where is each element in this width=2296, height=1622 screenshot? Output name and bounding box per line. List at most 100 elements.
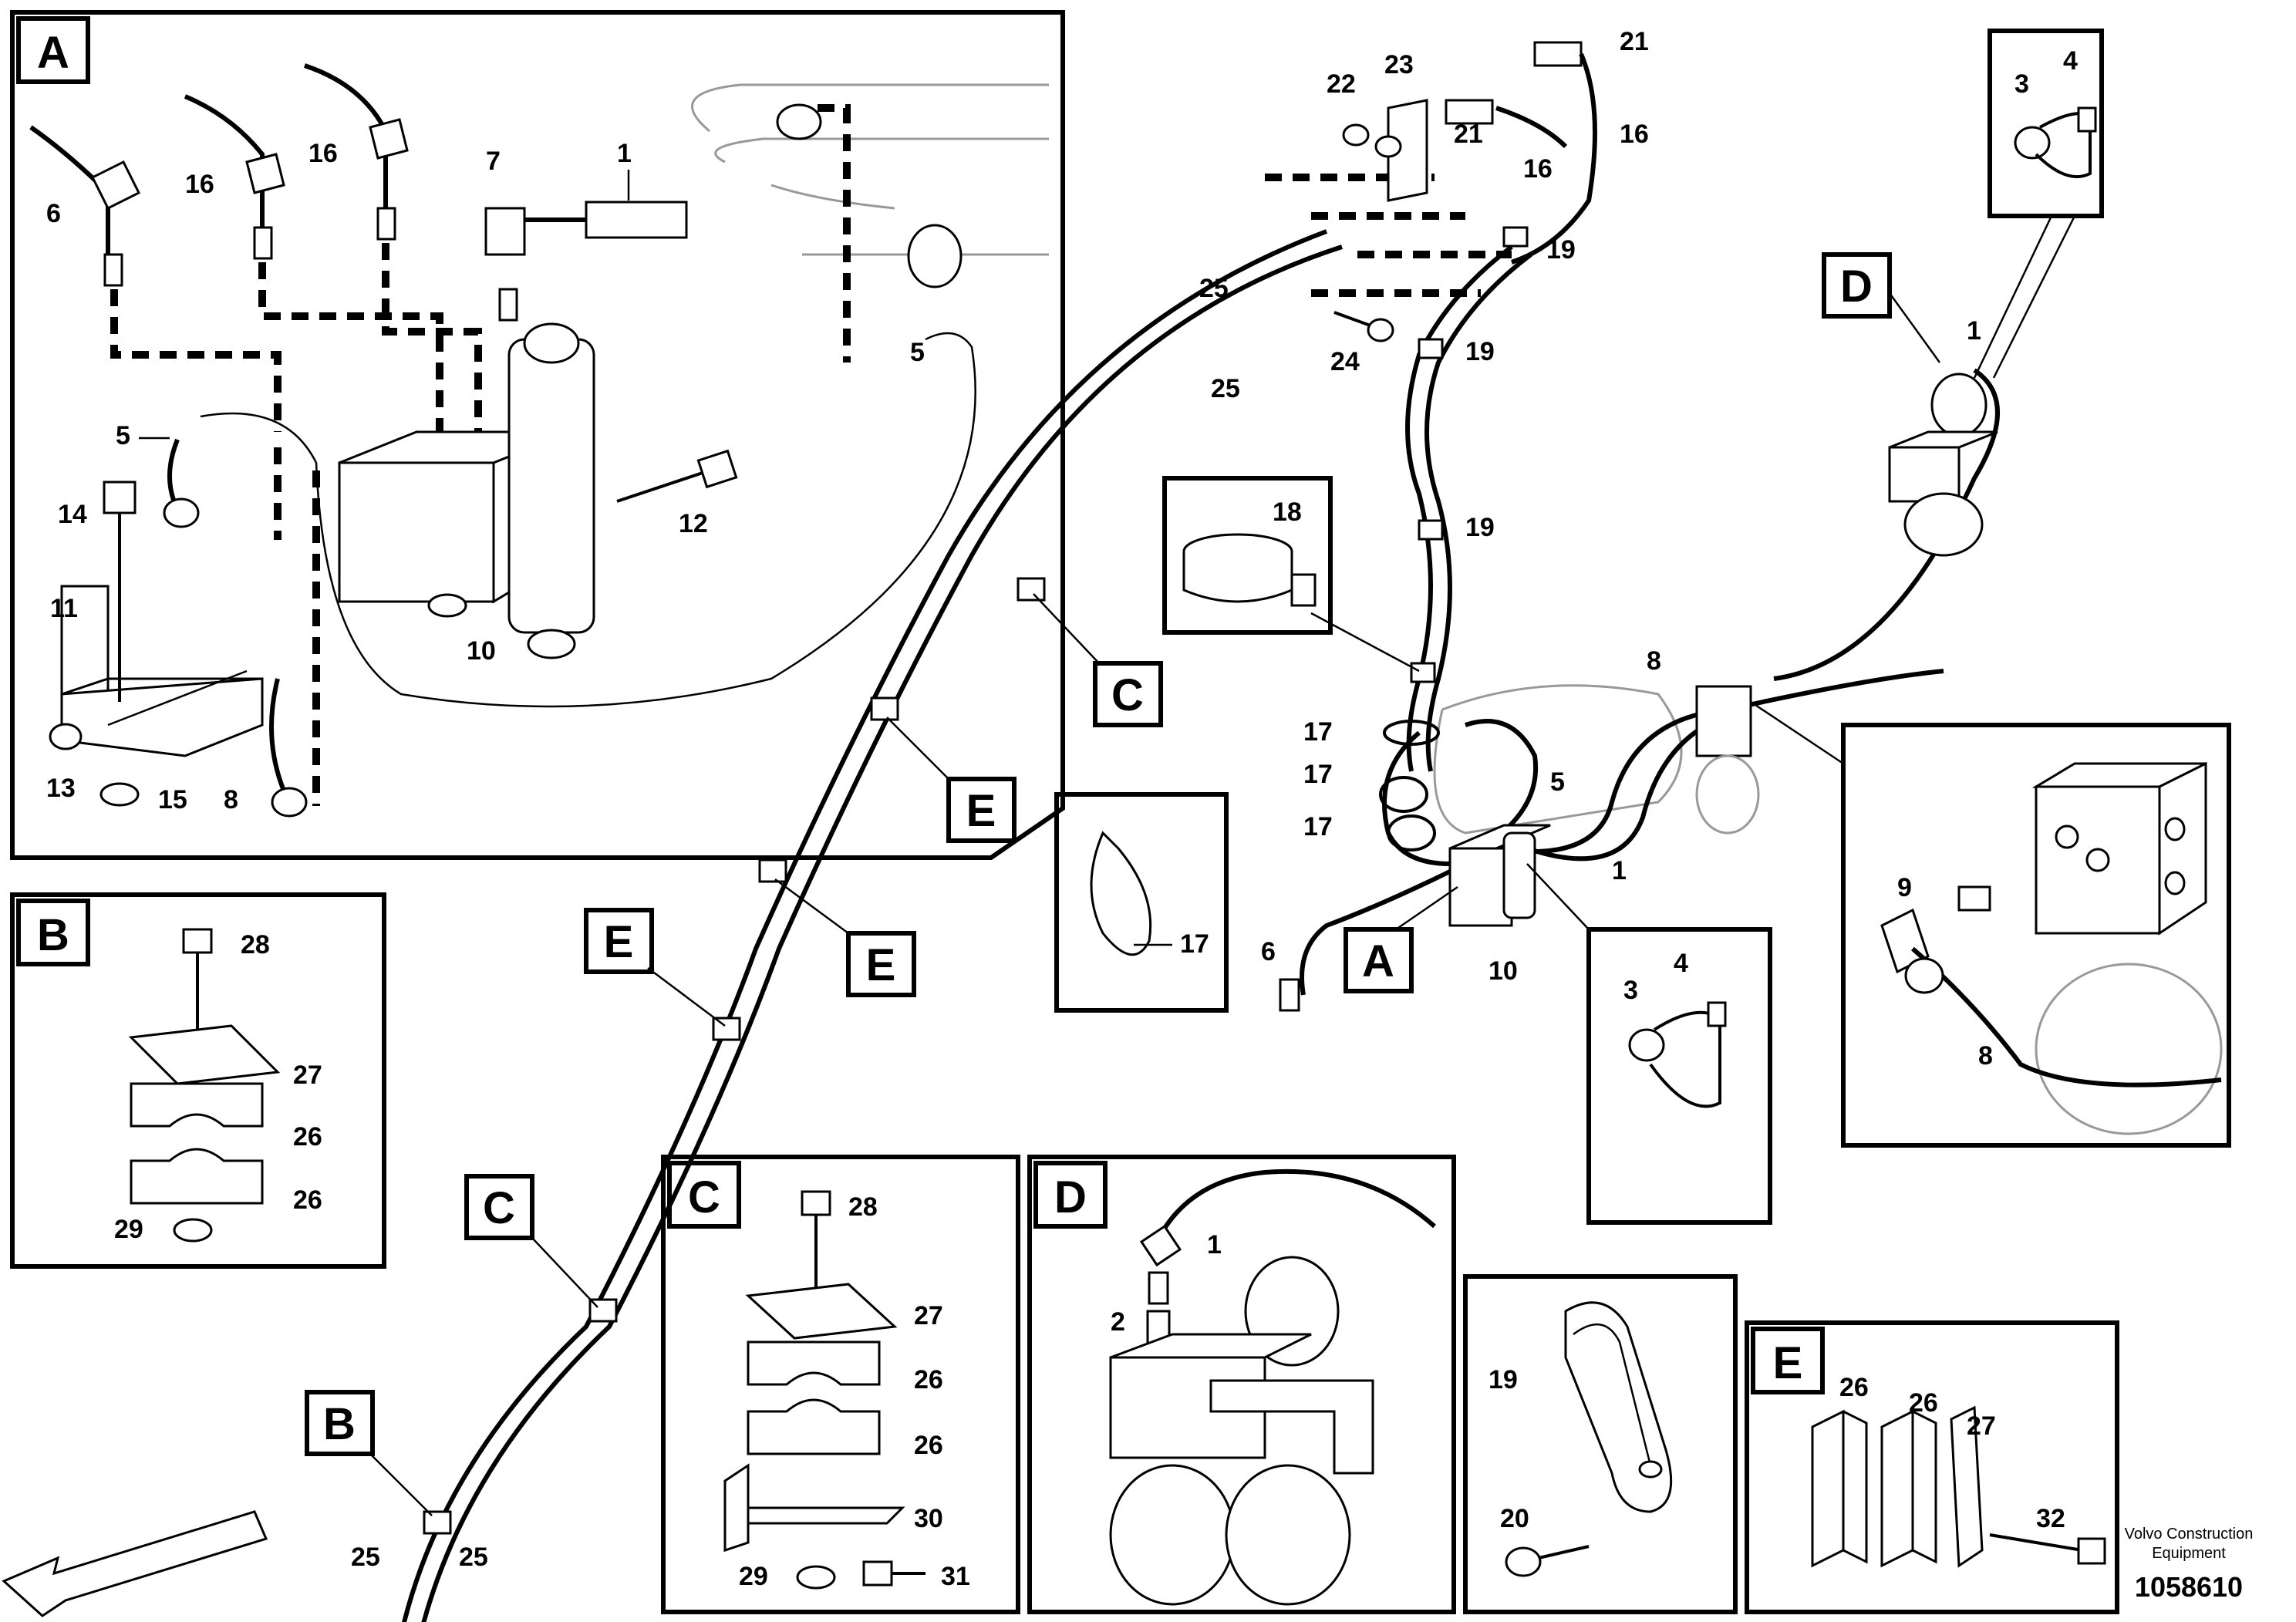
label-b-27: 27 — [293, 1061, 322, 1090]
label-14: 14 — [58, 500, 87, 529]
detail-8-9: 9 8 — [1750, 700, 2231, 1148]
leader-3-4-mid — [1526, 863, 1590, 930]
clip-4-mid-lock — [1707, 1001, 1727, 1027]
detail-18-frame — [1162, 476, 1333, 635]
label-e-26b: 26 — [1909, 1388, 1938, 1418]
drawing-number: 1058610 — [2135, 1571, 2243, 1603]
label-c-26b: 26 — [914, 1431, 943, 1460]
d-hose-1 — [1155, 1168, 1436, 1243]
bolt-31-head — [862, 1560, 893, 1587]
publisher-name-line2: Equipment — [2152, 1545, 2226, 1562]
label-c-31: 31 — [941, 1562, 970, 1591]
detail-c-frame — [661, 1155, 1020, 1614]
washer-15 — [99, 782, 140, 807]
leader-e-mid — [774, 878, 849, 935]
label-d-1: 1 — [1207, 1230, 1222, 1259]
label-c-30: 30 — [914, 1504, 943, 1533]
label-c-28: 28 — [848, 1192, 878, 1222]
detail-d-frame — [1027, 1155, 1456, 1614]
e-plate-27 — [1950, 1405, 1984, 1568]
bolt-12-head — [696, 449, 738, 489]
solenoid-coil — [507, 338, 595, 634]
label-17c: 17 — [1303, 812, 1333, 841]
callout-b — [305, 1390, 375, 1456]
detail-b-frame — [10, 892, 386, 1269]
hose-6-end — [1279, 978, 1300, 1012]
fitting-9 — [1957, 885, 1991, 912]
label-24: 24 — [1330, 347, 1360, 376]
label-25d: 25 — [459, 1543, 488, 1572]
detail-d: D 1 2 — [1027, 1155, 1456, 1614]
label-19b: 19 — [1465, 337, 1495, 366]
label-19c: 19 — [1465, 513, 1495, 542]
accumulator-right — [1225, 1464, 1351, 1606]
tie-17b — [1379, 776, 1428, 813]
e-clamp-26b — [1880, 1409, 1937, 1568]
solenoid-bottom — [527, 629, 576, 659]
callout-c-lower — [464, 1174, 534, 1240]
hose-6-main — [1300, 730, 1467, 996]
c-plate-27 — [745, 1283, 898, 1340]
detail-a: A — [10, 10, 1065, 860]
detail-b-label: B — [37, 910, 69, 960]
hose-16b-nut — [369, 118, 409, 160]
clip-3-mid — [1628, 1028, 1665, 1062]
hose-19-main-a — [1405, 244, 1513, 772]
label-22: 22 — [1327, 69, 1356, 99]
label-8: 8 — [224, 785, 238, 814]
block-port-1 — [2055, 824, 2079, 849]
callout-e-mid — [846, 931, 916, 997]
bracket-11-leader — [107, 669, 248, 727]
detail-19: 19 20 — [1463, 1274, 1738, 1614]
clamp-c-upper — [1017, 577, 1046, 602]
d-bracket — [1209, 1379, 1374, 1475]
clip-19-hole — [1638, 1460, 1663, 1479]
detail-d-label: D — [1054, 1172, 1087, 1222]
valve-block-front — [338, 461, 495, 603]
tie-17c — [1387, 814, 1436, 851]
label-1-main: 1 — [1612, 856, 1627, 885]
solenoid-cap — [523, 322, 580, 364]
hose-8-main — [1495, 669, 1944, 854]
leader-c-upper — [1033, 593, 1100, 664]
leader-a-main — [1395, 885, 1458, 931]
label-1: 1 — [617, 139, 632, 168]
leader-d-main — [1888, 292, 1941, 363]
leader-e-lower — [647, 967, 726, 1027]
callout-e-mid-label: E — [866, 940, 896, 990]
hose-8-nut-detail — [1904, 957, 1944, 994]
clip-18-tab — [1290, 573, 1317, 607]
bolt-32-head — [2077, 1537, 2106, 1565]
d-hose-elbow — [1139, 1224, 1182, 1267]
footer: Volvo Construction Equipment 1058610 — [2125, 1526, 2254, 1603]
label-19a: 19 — [1546, 235, 1576, 265]
main-hose-25: 25 25 25 25 — [351, 229, 1343, 1622]
e-clamp-26a — [1811, 1409, 1868, 1568]
detail-3-4-mid: 3 4 — [1526, 863, 1772, 1225]
detail-c: C 28 27 26 26 30 29 31 — [661, 1155, 1020, 1614]
hose-16-main — [1495, 52, 1597, 265]
callout-a-main — [1344, 927, 1414, 993]
detail-3-4-upper: 3 4 — [1973, 29, 2104, 379]
nut-22b — [1374, 135, 1402, 158]
d-fitting — [1148, 1271, 1169, 1305]
main-solenoid — [1502, 831, 1536, 919]
callout-e-lower — [584, 908, 654, 974]
detail-18: 18 — [1162, 476, 1420, 673]
clip-4-upper-lock — [2077, 106, 2097, 133]
callouts-hose: C E E E C B — [305, 593, 1163, 1516]
detail-3-4-upper-frame — [1988, 29, 2104, 218]
clip-19-inner — [1573, 1323, 1652, 1466]
leader-b — [369, 1453, 433, 1516]
detail-e-label-box — [1751, 1327, 1825, 1394]
label-c-26a: 26 — [914, 1365, 943, 1394]
background-pipe — [691, 83, 1049, 256]
label-3-upper: 3 — [2014, 69, 2029, 99]
label-b-26b: 26 — [293, 1185, 322, 1215]
block-side — [2158, 761, 2207, 936]
detail-17-frame — [1054, 792, 1229, 1013]
leader-e-upper — [886, 717, 949, 780]
clip-19c — [1418, 519, 1444, 541]
dashed-16a — [258, 262, 443, 432]
